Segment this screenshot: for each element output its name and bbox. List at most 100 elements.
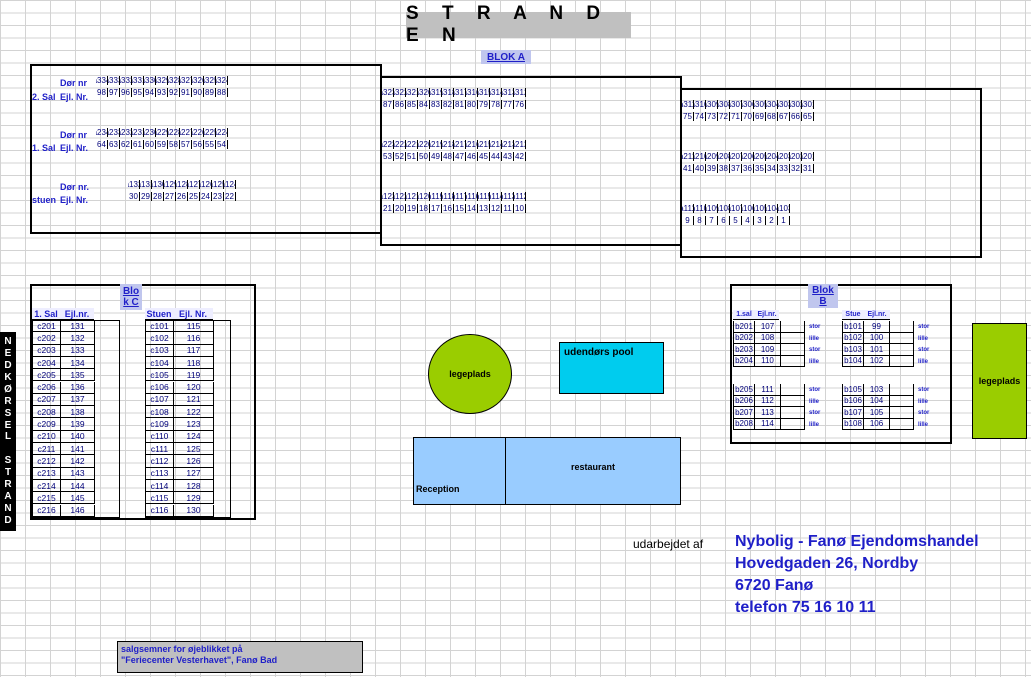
unit-cell[interactable]: a203 xyxy=(778,152,790,161)
c-left-cell[interactable]: c214 xyxy=(33,479,61,493)
c-right-cell[interactable]: c111 xyxy=(146,443,174,456)
unit-cell[interactable]: a210 xyxy=(694,152,706,161)
unit-cell[interactable]: 51 xyxy=(406,152,418,161)
unit-cell[interactable]: 35 xyxy=(754,164,766,173)
b-left-bot-cell[interactable]: b207 xyxy=(733,407,755,419)
unit-cell[interactable]: a218 xyxy=(442,140,454,149)
unit-cell[interactable]: 46 xyxy=(466,152,478,161)
c-right-cell[interactable]: c109 xyxy=(146,418,174,431)
c-right-cell[interactable]: c110 xyxy=(146,430,174,443)
unit-cell[interactable]: a306 xyxy=(742,100,754,109)
unit-cell[interactable]: a117 xyxy=(454,192,466,201)
unit-cell[interactable]: 7 xyxy=(706,216,718,225)
unit-cell[interactable]: a111 xyxy=(682,204,694,213)
unit-cell[interactable]: a227 xyxy=(180,128,192,137)
unit-cell[interactable]: 33 xyxy=(778,164,790,173)
c-left-cell[interactable]: c205 xyxy=(33,369,61,382)
c-left-cell[interactable]: c212 xyxy=(33,455,61,468)
b-right-bot-cell[interactable]: 105 xyxy=(864,407,890,419)
b-left-top-cell[interactable]: 108 xyxy=(755,332,781,344)
unit-cell[interactable]: a326 xyxy=(192,76,204,85)
unit-cell[interactable]: 76 xyxy=(514,100,526,109)
unit-cell[interactable]: 5 xyxy=(730,216,742,225)
blok-c-label[interactable]: Blo k C xyxy=(120,284,142,310)
unit-cell[interactable]: a329 xyxy=(156,76,168,85)
b-right-top-cell[interactable]: b103 xyxy=(842,344,864,356)
unit-cell[interactable]: 90 xyxy=(192,88,204,97)
unit-cell[interactable]: a301 xyxy=(802,100,814,109)
unit-cell[interactable]: 78 xyxy=(490,100,502,109)
unit-cell[interactable]: a303 xyxy=(778,100,790,109)
b-right-top-cell[interactable]: b102 xyxy=(842,332,864,344)
b-left-bot-cell[interactable]: b208 xyxy=(733,418,755,430)
c-left-cell[interactable]: c215 xyxy=(33,492,61,505)
c-left-cell[interactable]: 145 xyxy=(61,492,95,505)
c-right-cell[interactable]: 127 xyxy=(174,467,214,480)
unit-cell[interactable]: a114 xyxy=(490,192,502,201)
c-right-cell[interactable]: 121 xyxy=(174,393,214,407)
unit-cell[interactable]: 84 xyxy=(418,100,430,109)
unit-cell[interactable]: 50 xyxy=(418,152,430,161)
unit-cell[interactable]: 45 xyxy=(478,152,490,161)
b-right-bot-cell[interactable]: b105 xyxy=(842,384,864,396)
unit-cell[interactable]: 97 xyxy=(108,88,120,97)
unit-cell[interactable]: a120 xyxy=(418,192,430,201)
unit-cell[interactable]: 41 xyxy=(682,164,694,173)
unit-cell[interactable]: a220 xyxy=(418,140,430,149)
unit-cell[interactable]: a334 xyxy=(96,76,108,85)
unit-cell[interactable]: a324 xyxy=(216,76,228,85)
unit-cell[interactable]: 95 xyxy=(132,88,144,97)
c-right-cell[interactable]: 124 xyxy=(174,430,214,443)
unit-cell[interactable]: 81 xyxy=(454,100,466,109)
unit-cell[interactable]: 60 xyxy=(144,140,156,149)
unit-cell[interactable]: a309 xyxy=(706,100,718,109)
unit-cell[interactable]: 70 xyxy=(742,112,754,121)
c-left-cell[interactable]: 131 xyxy=(61,320,95,333)
unit-cell[interactable]: a225 xyxy=(204,128,216,137)
unit-cell[interactable]: 13 xyxy=(478,204,490,213)
unit-cell[interactable]: 9 xyxy=(682,216,694,225)
unit-cell[interactable]: 32 xyxy=(790,164,802,173)
b-left-top-cell[interactable]: 109 xyxy=(755,344,781,356)
c-left-cell[interactable]: 137 xyxy=(61,393,95,407)
unit-cell[interactable]: 83 xyxy=(430,100,442,109)
unit-cell[interactable]: 29 xyxy=(140,192,152,201)
b-left-top-cell[interactable]: b203 xyxy=(733,344,755,356)
unit-cell[interactable]: a206 xyxy=(742,152,754,161)
c-right-cell[interactable]: c105 xyxy=(146,369,174,382)
c-right-cell[interactable]: 130 xyxy=(174,504,214,517)
c-left-cell[interactable]: 142 xyxy=(61,455,95,468)
unit-cell[interactable]: 37 xyxy=(730,164,742,173)
unit-cell[interactable]: a213 xyxy=(502,140,514,149)
unit-cell[interactable]: a228 xyxy=(168,128,180,137)
unit-cell[interactable]: a325 xyxy=(204,76,216,85)
c-right-cell[interactable]: 116 xyxy=(174,332,214,345)
c-left-cell[interactable]: 134 xyxy=(61,356,95,370)
c-left-cell[interactable]: 136 xyxy=(61,381,95,394)
b-left-bot-cell[interactable]: 112 xyxy=(755,395,781,407)
unit-cell[interactable]: 86 xyxy=(394,100,406,109)
unit-cell[interactable]: 68 xyxy=(766,112,778,121)
unit-cell[interactable]: a320 xyxy=(418,88,430,97)
b-left-top-cell[interactable]: b204 xyxy=(733,355,755,367)
unit-cell[interactable]: a328 xyxy=(168,76,180,85)
unit-cell[interactable]: 17 xyxy=(430,204,442,213)
unit-cell[interactable]: 34 xyxy=(766,164,778,173)
unit-cell[interactable]: a121 xyxy=(406,192,418,201)
unit-cell[interactable]: a132 xyxy=(128,180,140,189)
unit-cell[interactable]: a107 xyxy=(730,204,742,213)
unit-cell[interactable]: a205 xyxy=(754,152,766,161)
unit-cell[interactable]: a112 xyxy=(514,192,526,201)
b-left-top-cell[interactable]: 107 xyxy=(755,321,781,333)
b-right-bot-cell[interactable]: b106 xyxy=(842,395,864,407)
unit-cell[interactable]: 30 xyxy=(128,192,140,201)
unit-cell[interactable]: a217 xyxy=(454,140,466,149)
unit-cell[interactable]: 98 xyxy=(96,88,108,97)
unit-cell[interactable]: 55 xyxy=(204,140,216,149)
unit-cell[interactable]: a327 xyxy=(180,76,192,85)
b-left-bot-cell[interactable]: 111 xyxy=(755,384,781,396)
unit-cell[interactable]: a115 xyxy=(478,192,490,201)
unit-cell[interactable]: 39 xyxy=(706,164,718,173)
unit-cell[interactable]: a105 xyxy=(754,204,766,213)
c-right-cell[interactable]: c101 xyxy=(146,320,174,333)
